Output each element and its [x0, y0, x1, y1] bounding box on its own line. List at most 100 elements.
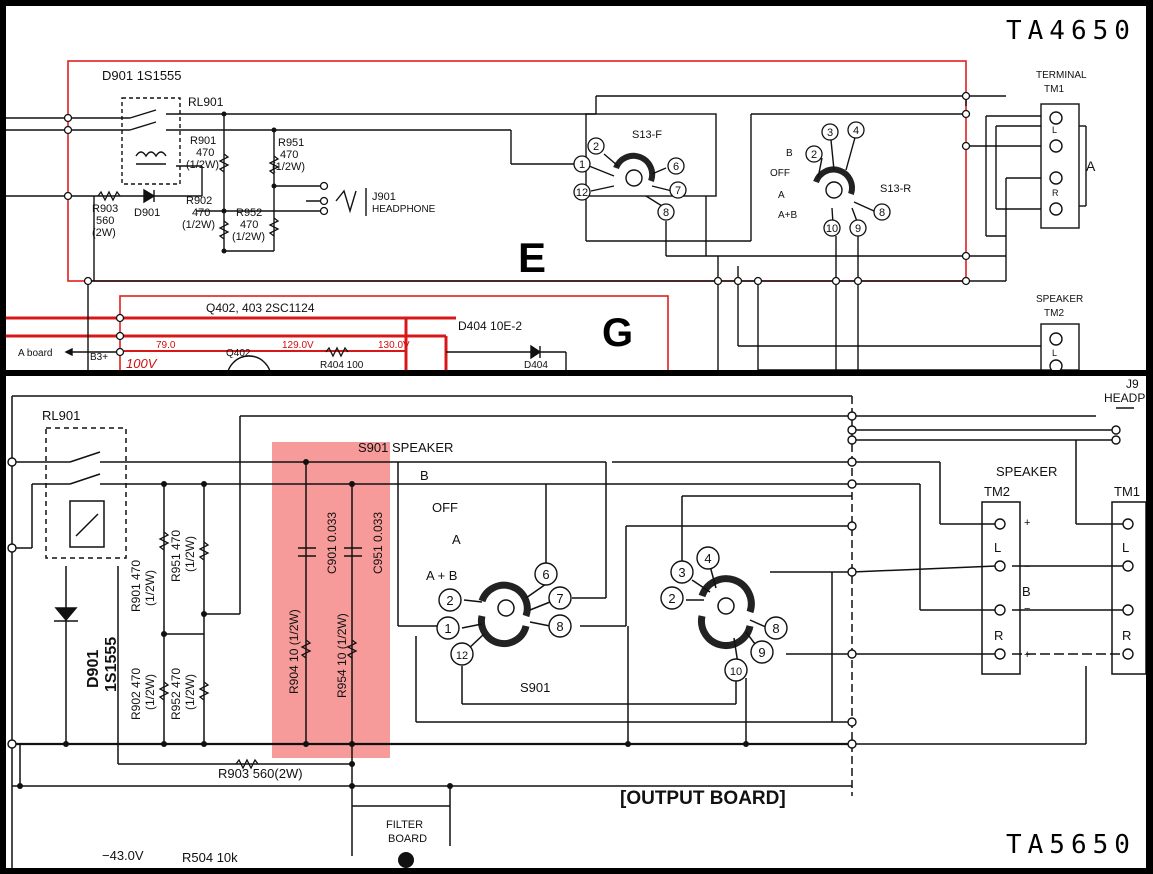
- label-s13f: S13-F: [632, 129, 662, 141]
- top-schematic: 1 2 6 7 8 12 2 3 4 8 9 10 D901 1S1555 RL…: [6, 60, 1096, 370]
- label-v129: 129.0V: [282, 340, 314, 351]
- label-plus-2: +: [1024, 649, 1030, 661]
- label-r951-value: 470: [280, 149, 298, 161]
- block-label-e: E: [518, 234, 546, 281]
- label-v130: 130.0V: [378, 340, 410, 351]
- bottom-schematic: 1 2 6 7 8 12 2 3 4 8 9 10 RL901 S901 SPE…: [7, 377, 1146, 868]
- label-board: BOARD: [388, 833, 427, 845]
- label-r951: R951: [278, 137, 304, 149]
- label-speaker: SPEAKER: [1036, 294, 1083, 305]
- label-r951: R951 470: [169, 530, 183, 582]
- block-label-g: G: [602, 311, 633, 355]
- pin-l-12: 12: [456, 650, 468, 662]
- model-label-bottom: TA5650: [1006, 830, 1136, 860]
- label-r904: R904 10 (1/2W): [287, 609, 301, 694]
- pin-f-1: 1: [579, 159, 585, 171]
- pin-l-7: 7: [556, 591, 563, 606]
- label-s901-speaker: S901 SPEAKER: [358, 440, 453, 455]
- pin-r-8: 8: [879, 207, 885, 219]
- label-tm2-l: L: [1052, 348, 1057, 358]
- label-r902-watt: (1/2W): [143, 674, 157, 710]
- label-r903: R903 560(2W): [218, 766, 303, 781]
- pin-f-12: 12: [576, 187, 588, 199]
- label-r952: R952: [236, 207, 262, 219]
- pin-r-8: 8: [772, 621, 779, 636]
- label-switch-ab: A + B: [426, 568, 457, 583]
- label-switch-ab: A+B: [778, 210, 798, 221]
- pin-l-2: 2: [446, 593, 453, 608]
- label-c951: C951 0.033: [371, 512, 385, 574]
- model-label-top: TA4650: [1006, 16, 1136, 46]
- label-plus-1: +: [1024, 517, 1030, 529]
- pin-r-3: 3: [678, 565, 685, 580]
- label-r903: R903: [92, 203, 118, 215]
- label-d404-title: D404 10E-2: [458, 319, 522, 333]
- label-headp: HEADP: [1104, 391, 1145, 405]
- label-r902: R902 470: [129, 668, 143, 720]
- label-r952-watt: (1/2W): [183, 674, 197, 710]
- top-schematic-panel: 1 2 6 7 8 12 2 3 4 8 9 10 D901 1S1555 RL…: [6, 6, 1146, 370]
- label-headphone: HEADPHONE: [372, 204, 436, 215]
- label-r902-value: 470: [192, 207, 210, 219]
- label-speaker-b: B: [1022, 584, 1031, 599]
- label-tm2-l: L: [994, 540, 1001, 555]
- pin-f-8: 8: [663, 207, 669, 219]
- label-terminal: TERMINAL: [1036, 70, 1087, 81]
- bottom-schematic-panel: 1 2 6 7 8 12 2 3 4 8 9 10 RL901 S901 SPE…: [6, 376, 1146, 868]
- pin-l-1: 1: [444, 621, 451, 636]
- label-r951-watt: (1/2W): [272, 161, 305, 173]
- label-tm1-l: L: [1122, 540, 1129, 555]
- label-j901: J901: [372, 191, 396, 203]
- label-b3: B3+: [90, 352, 108, 363]
- label-speaker: SPEAKER: [996, 464, 1057, 479]
- label-c: C: [402, 856, 409, 867]
- label-switch-a: A: [778, 190, 785, 201]
- label-d901: D901: [85, 650, 102, 688]
- pin-r-4: 4: [704, 551, 711, 566]
- label-r954: R954 10 (1/2W): [335, 613, 349, 698]
- pin-l-6: 6: [542, 567, 549, 582]
- label-rl901: RL901: [42, 408, 80, 423]
- pin-l-8: 8: [556, 619, 563, 634]
- label-r504: R504 10k: [182, 850, 238, 865]
- filter-board-connector-icon: [398, 852, 414, 868]
- label-tm2-r: R: [994, 628, 1003, 643]
- label-r952-watt: (1/2W): [232, 231, 265, 243]
- label-switch-off: OFF: [432, 500, 458, 515]
- label-switch-a: A: [452, 532, 461, 547]
- label-j9: J9: [1126, 377, 1139, 391]
- label-q402-403: Q402, 403 2SC1124: [206, 301, 315, 315]
- pin-f-6: 6: [673, 161, 679, 173]
- label-r901: R901 470: [129, 560, 143, 612]
- label-q402: Q402: [226, 348, 251, 359]
- label-handwritten-100v: 100V: [126, 356, 158, 370]
- label-r903-value: 560: [96, 215, 114, 227]
- pin-f-7: 7: [675, 185, 681, 197]
- label-d901-title: D901 1S1555: [102, 68, 182, 83]
- label-r901-watt: (1/2W): [143, 570, 157, 606]
- label-r902-watt: (1/2W): [182, 219, 215, 231]
- label-r952-value: 470: [240, 219, 258, 231]
- pin-r-9: 9: [758, 645, 765, 660]
- label-tm2: TM2: [984, 484, 1010, 499]
- pin-r-3: 3: [827, 127, 833, 139]
- label-rl901: RL901: [188, 95, 224, 109]
- label-r903-watt: (2W): [92, 227, 116, 239]
- label-switch-off: OFF: [770, 168, 790, 179]
- label-tm1-r: R: [1052, 188, 1059, 198]
- label-speaker-a: A: [1086, 158, 1096, 174]
- label-switch-b: B: [420, 468, 429, 483]
- pin-r-10: 10: [730, 666, 742, 678]
- label-minus-2: −: [1024, 603, 1030, 615]
- label-tm1-r: R: [1122, 628, 1131, 643]
- label-tm1-l: L: [1052, 125, 1057, 135]
- label-r902: R902: [186, 195, 212, 207]
- label-r901-watt: (1/2W): [186, 159, 219, 171]
- label-v43: −43.0V: [102, 848, 144, 863]
- label-a-board: A board: [18, 348, 52, 359]
- label-r901-value: 470: [196, 147, 214, 159]
- label-r901: R901: [190, 135, 216, 147]
- label-r404: R404 100: [320, 360, 364, 370]
- pin-r-2: 2: [811, 149, 817, 161]
- label-output-board: [OUTPUT BOARD]: [620, 788, 786, 809]
